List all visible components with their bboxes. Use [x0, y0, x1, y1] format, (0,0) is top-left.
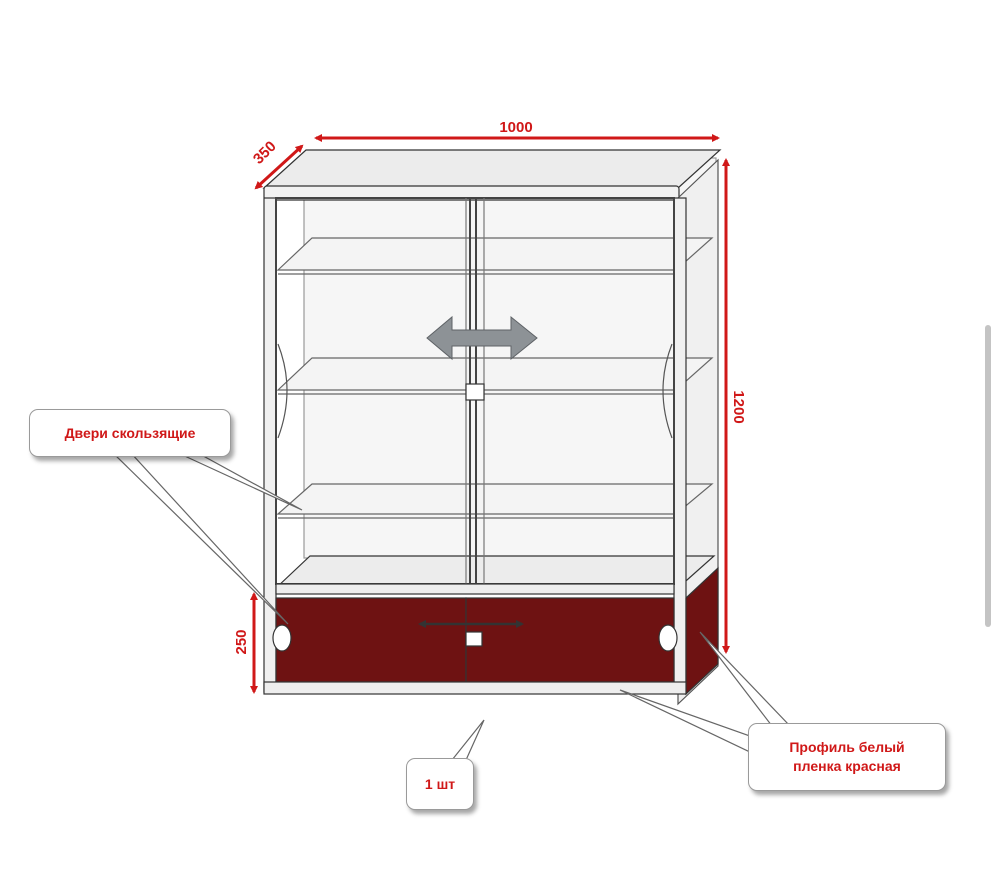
vertical-scrollbar[interactable]: [985, 325, 991, 627]
right-front-post: [673, 197, 687, 693]
slide-direction-arrow: [426, 315, 538, 361]
profile-leader-2: [619, 689, 751, 753]
door-rail: [275, 583, 675, 595]
left-front-post: [263, 197, 277, 693]
top-panel: [262, 149, 722, 189]
profile-leader-1: [699, 631, 792, 727]
sliding-doors-callout-text: Двери скользящие: [64, 424, 196, 441]
top-front-edge: [263, 185, 680, 201]
door-pull-left: [277, 343, 288, 439]
glass-shelves: [276, 237, 714, 519]
base-drawer-left: [275, 597, 467, 683]
base-pull-left: [272, 624, 292, 652]
profile-callout-text: Профиль белый пленка красная: [789, 739, 905, 774]
door-pull-right: [662, 343, 673, 439]
sliding-doors-callout: Двери скользящие: [29, 409, 231, 457]
doors-leader-2: [110, 451, 289, 625]
dimension-lines: [250, 134, 730, 694]
height-label: 1200: [730, 390, 747, 423]
base-lock: [465, 631, 483, 647]
profile-callout: Профиль белый пленка красная: [748, 723, 946, 791]
base-side-panel: [685, 566, 719, 696]
quantity-callout: 1 шт: [406, 758, 474, 810]
plinth: [263, 681, 687, 695]
base-pull-right: [658, 624, 678, 652]
doors-leader-1: [175, 451, 303, 511]
width-label: 1000: [499, 119, 532, 136]
base-drawer-right: [465, 597, 675, 683]
base-height-label: 250: [233, 629, 250, 654]
depth-dimension-line: [254, 144, 304, 190]
door-lock: [465, 383, 485, 401]
qty-leader: [450, 719, 485, 761]
depth-label: 350: [250, 138, 280, 168]
quantity-callout-text: 1 шт: [424, 775, 456, 792]
showcase-cabinet: [262, 149, 722, 706]
